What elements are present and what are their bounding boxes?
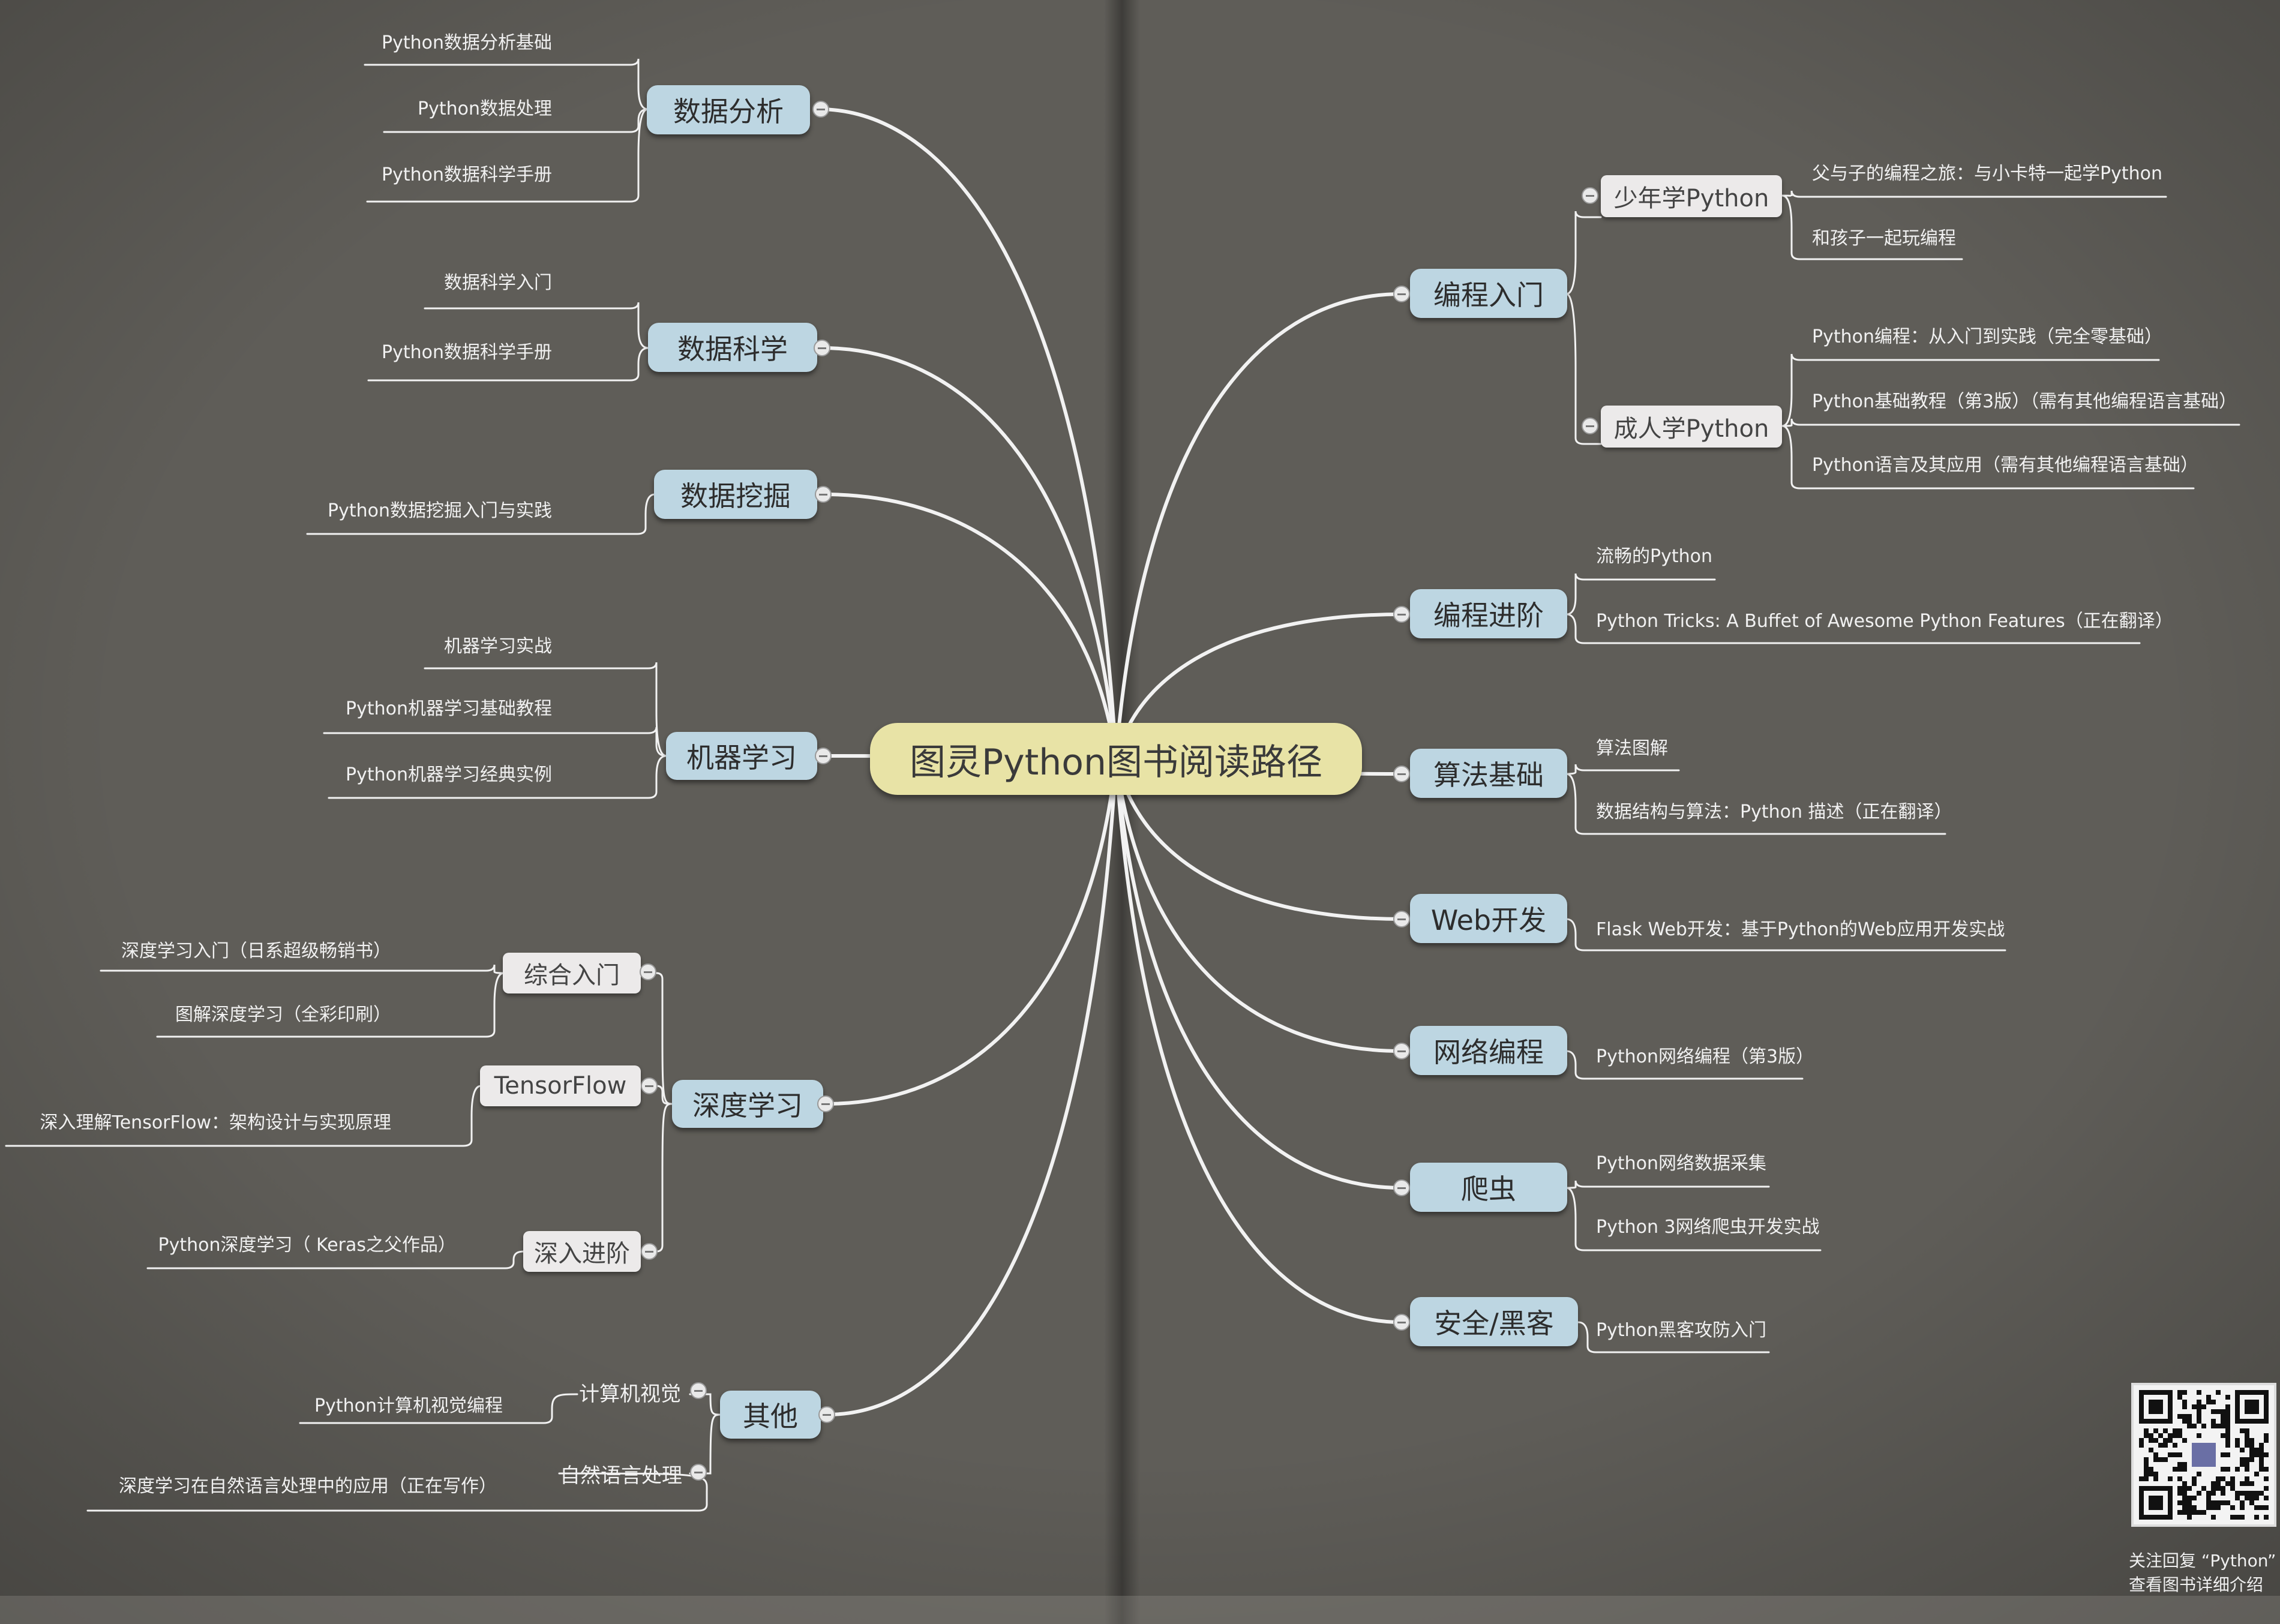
qr-caption-line1: 关注回复 “Python” — [2129, 1551, 2276, 1571]
node-data-mining[interactable]: 数据挖掘 — [654, 470, 817, 519]
leaf-ml-1[interactable]: 机器学习实战 — [444, 636, 552, 657]
node-network[interactable]: 网络编程 — [1410, 1026, 1567, 1075]
collapse-deep-learning-icon[interactable] — [817, 1095, 834, 1112]
leaf-alg-1[interactable]: 算法图解 — [1596, 738, 1668, 759]
leaf-web-1[interactable]: Flask Web开发：基于Python的Web应用开发实战 — [1596, 919, 2005, 940]
collapse-dl-advanced-icon[interactable] — [641, 1243, 658, 1260]
node-machine-learning[interactable]: 机器学习 — [666, 732, 817, 780]
leaf-crawl-1[interactable]: Python网络数据采集 — [1596, 1153, 1766, 1174]
leaf-ml-2[interactable]: Python机器学习基础教程 — [346, 698, 552, 719]
collapse-programming-intro-icon[interactable] — [1393, 286, 1410, 302]
node-other[interactable]: 其他 — [720, 1391, 821, 1439]
leaf-adults-3[interactable]: Python语言及其应用（需有其他编程语言基础） — [1812, 455, 2198, 476]
node-data-science[interactable]: 数据科学 — [648, 323, 817, 372]
qr-code-icon — [2139, 1390, 2269, 1520]
collapse-dl-intro-icon[interactable] — [640, 963, 656, 980]
node-algorithms[interactable]: 算法基础 — [1410, 749, 1567, 798]
leaf-dl-adv-1[interactable]: Python深度学习（ Keras之父作品） — [158, 1235, 456, 1256]
node-data-analysis[interactable]: 数据分析 — [647, 85, 810, 134]
collapse-other-cv-icon[interactable] — [690, 1382, 707, 1399]
leaf-adults-2[interactable]: Python基础教程（第3版）（需有其他编程语言基础） — [1812, 391, 2237, 412]
node-dl-intro[interactable]: 综合入门 — [503, 953, 641, 993]
node-kids-python[interactable]: 少年学Python — [1601, 175, 1782, 217]
collapse-network-icon[interactable] — [1393, 1043, 1410, 1059]
collapse-kids-python-icon[interactable] — [1582, 187, 1598, 204]
collapse-data-analysis-icon[interactable] — [812, 101, 829, 118]
leaf-kids-1[interactable]: 父与子的编程之旅：与小卡特一起学Python — [1812, 163, 2162, 184]
leaf-cv-1[interactable]: Python计算机视觉编程 — [314, 1395, 503, 1416]
leaf-crawl-2[interactable]: Python 3网络爬虫开发实战 — [1596, 1217, 1820, 1238]
collapse-algorithms-icon[interactable] — [1393, 766, 1410, 782]
leaf-ds-1[interactable]: 数据科学入门 — [444, 272, 552, 293]
node-deep-learning[interactable]: 深度学习 — [672, 1080, 823, 1128]
node-other-cv[interactable]: 计算机视觉 — [579, 1382, 681, 1406]
root-node[interactable]: 图灵Python图书阅读路径 — [870, 723, 1362, 795]
collapse-machine-learning-icon[interactable] — [815, 748, 832, 764]
node-dl-tensorflow[interactable]: TensorFlow — [480, 1065, 641, 1106]
node-web[interactable]: Web开发 — [1410, 894, 1567, 943]
leaf-adv-1[interactable]: 流畅的Python — [1596, 546, 1712, 567]
node-security[interactable]: 安全/黑客 — [1410, 1297, 1578, 1346]
collapse-data-science-icon[interactable] — [814, 340, 830, 356]
collapse-web-icon[interactable] — [1393, 911, 1410, 927]
leaf-da-2[interactable]: Python数据处理 — [418, 98, 552, 119]
leaf-sec-1[interactable]: Python黑客攻防入门 — [1596, 1320, 1766, 1341]
collapse-security-icon[interactable] — [1393, 1314, 1410, 1331]
qr-code[interactable] — [2131, 1383, 2276, 1527]
leaf-ds-2[interactable]: Python数据科学手册 — [382, 342, 552, 363]
leaf-dl-intro-2[interactable]: 图解深度学习（全彩印刷） — [175, 1004, 391, 1025]
qr-caption-line2: 查看图书详细介绍 — [2129, 1575, 2264, 1595]
leaf-adults-1[interactable]: Python编程：从入门到实践（完全零基础） — [1812, 326, 2162, 347]
collapse-programming-advanced-icon[interactable] — [1393, 606, 1410, 623]
collapse-data-mining-icon[interactable] — [815, 486, 832, 503]
leaf-da-1[interactable]: Python数据分析基础 — [382, 32, 552, 53]
leaf-da-3[interactable]: Python数据科学手册 — [382, 164, 552, 185]
leaf-dl-tf-1[interactable]: 深入理解TensorFlow：架构设计与实现原理 — [40, 1112, 392, 1133]
leaf-dl-intro-1[interactable]: 深度学习入门（日系超级畅销书） — [121, 941, 391, 962]
leaf-alg-2[interactable]: 数据结构与算法：Python 描述（正在翻译） — [1596, 802, 1952, 822]
leaf-adv-2[interactable]: Python Tricks: A Buffet of Awesome Pytho… — [1596, 611, 2173, 632]
node-crawler[interactable]: 爬虫 — [1410, 1163, 1567, 1212]
leaf-nlp-1[interactable]: 深度学习在自然语言处理中的应用（正在写作） — [119, 1476, 497, 1497]
collapse-other-nlp-icon[interactable] — [690, 1464, 707, 1481]
node-dl-advanced[interactable]: 深入进阶 — [523, 1231, 641, 1272]
collapse-other-icon[interactable] — [818, 1406, 835, 1423]
node-adults-python[interactable]: 成人学Python — [1601, 406, 1782, 448]
leaf-kids-2[interactable]: 和孩子一起玩编程 — [1812, 228, 1956, 249]
node-programming-advanced[interactable]: 编程进阶 — [1410, 589, 1567, 638]
node-programming-intro[interactable]: 编程入门 — [1410, 269, 1567, 318]
collapse-adults-python-icon[interactable] — [1582, 418, 1598, 434]
node-other-nlp[interactable]: 自然语言处理 — [560, 1463, 682, 1488]
collapse-crawler-icon[interactable] — [1393, 1179, 1410, 1196]
leaf-net-1[interactable]: Python网络编程（第3版） — [1596, 1046, 1814, 1067]
leaf-ml-3[interactable]: Python机器学习经典实例 — [346, 764, 552, 785]
leaf-dm-1[interactable]: Python数据挖掘入门与实践 — [328, 500, 552, 521]
collapse-dl-tensorflow-icon[interactable] — [641, 1077, 658, 1094]
